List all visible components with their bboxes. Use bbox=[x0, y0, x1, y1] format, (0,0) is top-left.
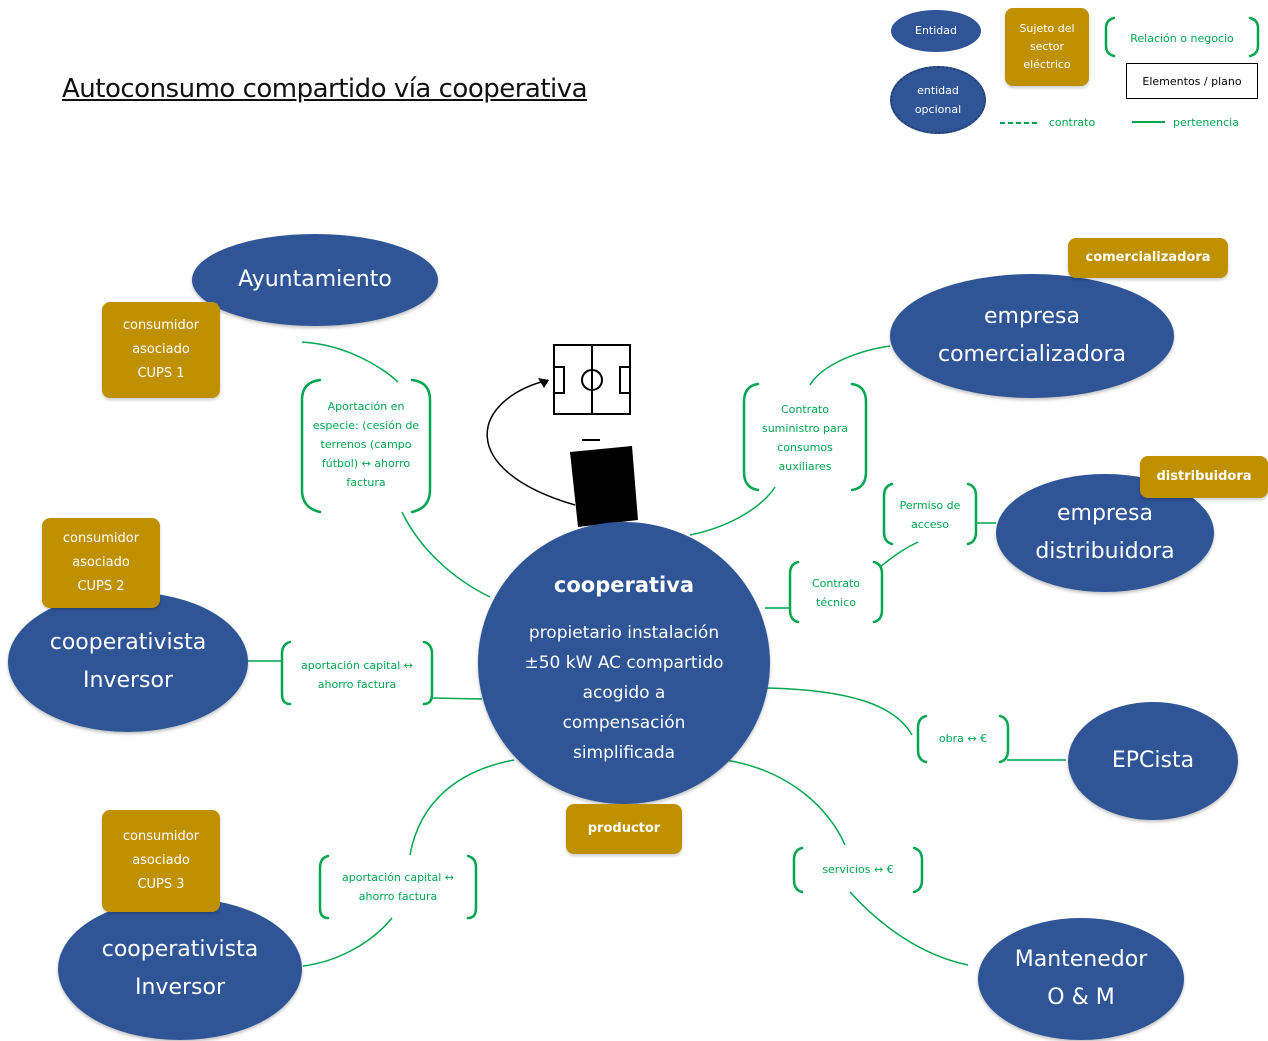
football-field-icon bbox=[553, 344, 631, 415]
page-title: Autoconsumo compartido vía cooperativa bbox=[62, 74, 588, 104]
legend-elements: Elementos / plano bbox=[1126, 63, 1258, 99]
entity-ayuntamiento: Ayuntamiento bbox=[192, 234, 438, 326]
relation-ayuntamiento: Aportación en especie: (cesión de terren… bbox=[312, 399, 420, 489]
subject-productor: productor bbox=[566, 804, 682, 854]
relation-inversor-2: aportación capital ↔ ahorro factura bbox=[342, 871, 454, 903]
subject-distribuidora: distribuidora bbox=[1140, 456, 1268, 498]
subject-cups-3: consumidor asociado CUPS 3 bbox=[102, 810, 220, 912]
arrow-panel-to-field bbox=[486, 379, 576, 506]
subject-cups-2: consumidor asociado CUPS 2 bbox=[42, 518, 160, 608]
relation-obra: obra ↔ € bbox=[938, 731, 988, 745]
entity-comercializadora: empresa comercializadora bbox=[890, 274, 1174, 398]
entity-cooperativa: cooperativa propietario instalación ±50 … bbox=[478, 522, 770, 804]
legend-optional-entity: entidad opcional bbox=[890, 66, 986, 134]
legend-entity: Entidad bbox=[891, 10, 981, 52]
relation-permiso-acceso: Permiso de acceso bbox=[899, 499, 961, 531]
relation-servicios: servicios ↔ € bbox=[822, 862, 894, 876]
solar-panel-icon bbox=[570, 446, 638, 527]
relation-comercializadora: Contrato suministro para consumos auxili… bbox=[761, 403, 849, 473]
legend-membership-label: pertenencia bbox=[1173, 115, 1239, 129]
legend-contract-label: contrato bbox=[1048, 115, 1096, 129]
legend-relation: Relación o negocio bbox=[1130, 31, 1234, 45]
subject-comercializadora: comercializadora bbox=[1068, 238, 1228, 278]
entity-mantenedor: Mantenedor O & M bbox=[978, 918, 1184, 1040]
legend-subject: Sujeto del sector eléctrico bbox=[1005, 8, 1089, 86]
subject-cups-1: consumidor asociado CUPS 1 bbox=[102, 302, 220, 398]
relation-inversor-1: aportación capital ↔ ahorro factura bbox=[301, 659, 413, 691]
entity-inversor-2: cooperativista Inversor bbox=[58, 898, 302, 1040]
entity-epcista: EPCista bbox=[1068, 702, 1238, 820]
relation-contrato-tecnico: Contrato técnico bbox=[811, 577, 860, 609]
entity-inversor-1: cooperativista Inversor bbox=[8, 592, 248, 732]
